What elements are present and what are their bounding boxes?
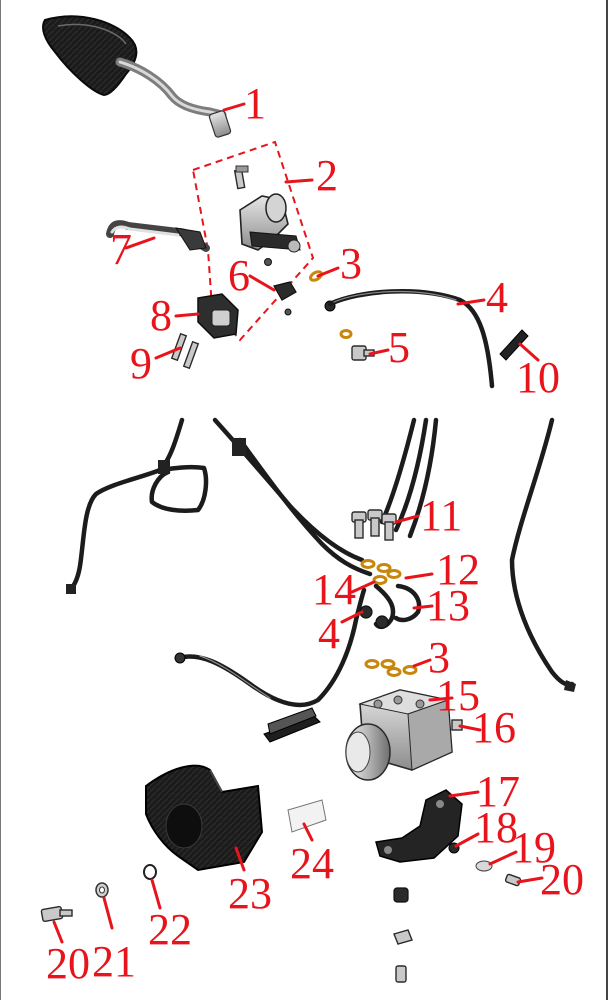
callout-number-21: 21	[92, 937, 136, 986]
callout-leader-23	[234, 846, 246, 872]
brake-lines-lower	[66, 417, 576, 707]
callout-number-14: 14	[312, 565, 356, 614]
washers-lower	[364, 659, 418, 677]
callout-number-17: 17	[476, 767, 520, 816]
callout-leader-15	[428, 696, 454, 702]
callout-leader-20	[52, 920, 64, 944]
callout-leader-3	[412, 658, 432, 668]
callout-number-6: 6	[228, 251, 250, 300]
callout-leader-17	[448, 790, 480, 798]
callout-leader-12	[404, 572, 434, 580]
callout-number-19: 19	[512, 823, 556, 872]
callout-number-3: 3	[428, 633, 450, 682]
callout-leader-8	[174, 312, 200, 318]
callout-number-11: 11	[420, 491, 462, 540]
callout-leader-5	[368, 348, 390, 356]
callout-number-3: 3	[340, 239, 362, 288]
abs-cover-part	[145, 764, 264, 872]
callout-leaders	[52, 102, 544, 944]
callout-number-20: 20	[540, 855, 584, 904]
callout-number-22: 22	[148, 905, 192, 954]
banjo-fittings	[351, 509, 422, 630]
mirror-part	[42, 15, 232, 138]
callout-leader-3	[316, 266, 340, 278]
callout-number-15: 15	[436, 671, 480, 720]
callout-leader-24	[302, 822, 314, 842]
callout-leader-21	[102, 896, 114, 930]
callout-leader-18	[454, 832, 480, 848]
banjo-bolt-part	[339, 329, 375, 361]
callout-number-9: 9	[130, 339, 152, 388]
callout-leader-10	[518, 342, 540, 362]
abs-bracket-part	[375, 789, 522, 983]
callout-number-1: 1	[244, 79, 266, 128]
callout-number-4: 4	[486, 273, 508, 322]
callout-leader-4	[456, 298, 486, 306]
callout-leader-1	[222, 102, 246, 112]
callout-number-12: 12	[436, 545, 480, 594]
washer-top	[309, 270, 323, 282]
callout-leader-22	[150, 878, 162, 910]
callout-leader-20	[516, 876, 544, 884]
abs-modulator-part	[345, 689, 463, 781]
callout-number-18: 18	[474, 803, 518, 852]
brake-lever-part	[106, 220, 210, 252]
callout-number-20: 20	[46, 939, 90, 988]
brake-switch-part	[170, 293, 239, 370]
callout-number-24: 24	[290, 839, 334, 888]
master-cylinder-group	[191, 140, 315, 342]
callout-number-23: 23	[228, 869, 272, 918]
label-plate-part	[263, 707, 327, 833]
callout-leader-6	[248, 274, 276, 292]
callout-leader-2	[284, 178, 314, 184]
callout-leader-13	[412, 604, 434, 610]
left-hardware	[40, 864, 157, 923]
hose-clip-part	[499, 329, 529, 361]
callout-leader-19	[488, 850, 518, 866]
callout-number-2: 2	[316, 151, 338, 200]
callout-leader-11	[394, 514, 420, 524]
callout-number-13: 13	[426, 581, 470, 630]
callout-leader-4	[340, 610, 364, 624]
callout-number-8: 8	[150, 291, 172, 340]
callout-number-16: 16	[472, 703, 516, 752]
callout-number-7: 7	[110, 225, 132, 274]
callout-number-5: 5	[388, 323, 410, 372]
callout-leader-16	[458, 724, 482, 732]
callout-leader-14	[350, 580, 376, 594]
brake-hose-upper	[324, 289, 495, 389]
callout-leader-9	[154, 346, 182, 360]
callout-number-10: 10	[516, 353, 560, 402]
callout-leader-7	[124, 236, 156, 250]
callout-number-4: 4	[318, 609, 340, 658]
